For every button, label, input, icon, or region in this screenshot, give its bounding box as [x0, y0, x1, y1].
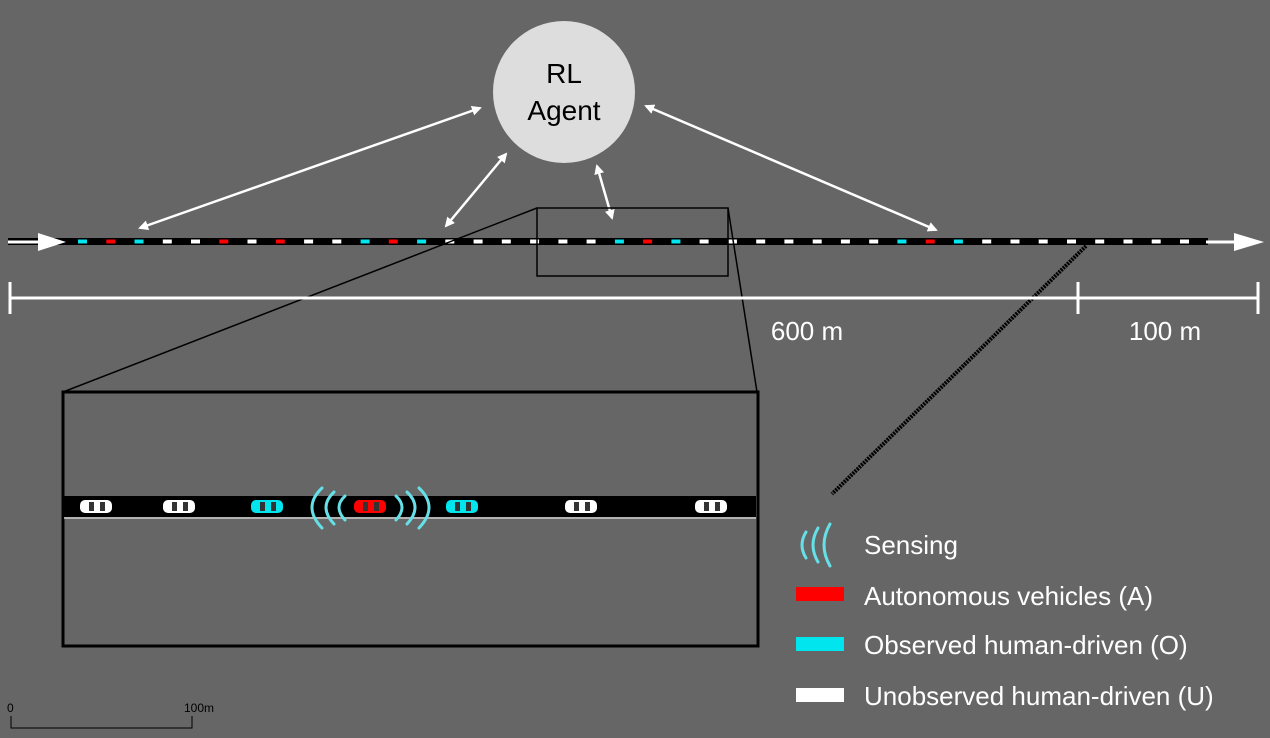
- overview-vehicle-unobserved: [191, 239, 200, 244]
- overview-vehicle-unobserved: [1123, 239, 1133, 244]
- overview-vehicle-autonomous: [925, 239, 935, 244]
- bottleneck-pointer-line: [830, 244, 1088, 496]
- overview-vehicle-unobserved: [558, 239, 568, 244]
- rl-agent-label-line1: RL: [546, 58, 582, 89]
- overview-vehicle-observed: [78, 239, 87, 244]
- overview-vehicle-unobserved: [1038, 239, 1048, 244]
- detail-view-frame: [61, 390, 760, 648]
- overview-vehicle-observed: [671, 239, 681, 244]
- detail-vehicle-unobserved-icon: [80, 500, 112, 513]
- legend-autonomous-label: Autonomous vehicles (A): [864, 581, 1153, 611]
- overview-vehicle-observed: [614, 239, 624, 244]
- comm-arrow-mid-left: [444, 152, 508, 228]
- detail-vehicle-unobserved-icon: [695, 500, 727, 513]
- sensing-wave-right-mid-icon: [405, 490, 417, 526]
- legend-observed-swatch: [796, 637, 844, 651]
- legend-sensing-label: Sensing: [864, 530, 958, 560]
- overview-vehicle-unobserved: [586, 239, 596, 244]
- overview-vehicle-autonomous: [219, 239, 229, 244]
- overview-vehicle-observed: [134, 239, 144, 244]
- overview-vehicle-unobserved: [1095, 239, 1105, 244]
- overview-vehicle-unobserved: [1151, 239, 1161, 244]
- legend-autonomous-swatch: [796, 587, 844, 601]
- overview-vehicle-unobserved: [869, 239, 879, 244]
- comm-arrow-far-right: [644, 104, 938, 232]
- overview-vehicle-autonomous: [643, 239, 653, 244]
- overview-vehicle-unobserved: [784, 239, 794, 244]
- rl-agent-label-line2: Agent: [527, 95, 600, 126]
- legend-observed-label: Observed human-driven (O): [864, 630, 1188, 660]
- legend-unobserved-swatch: [796, 688, 844, 702]
- zoom-connector-left: [62, 207, 538, 393]
- overview-vehicle-autonomous: [106, 239, 116, 244]
- overview-vehicle-unobserved: [756, 239, 766, 244]
- sensing-wave-right-outer-icon: [417, 486, 431, 530]
- overview-vehicle-unobserved: [1010, 239, 1020, 244]
- overview-vehicle-observed: [897, 239, 907, 244]
- overview-vehicle-unobserved: [840, 239, 850, 244]
- legend: Sensing Autonomous vehicles (A) Observed…: [796, 522, 1214, 711]
- zoom-selection-box: [536, 207, 729, 277]
- overview-vehicle-unobserved: [247, 239, 257, 244]
- legend-unobserved-label: Unobserved human-driven (U): [864, 681, 1214, 711]
- overview-vehicle-unobserved: [1180, 239, 1189, 244]
- overview-vehicle-unobserved: [727, 239, 737, 244]
- legend-sensing-icon: [800, 522, 832, 568]
- map-scale-end-label: 100m: [184, 701, 214, 715]
- overview-vehicle-unobserved: [473, 239, 483, 244]
- overview-vehicle-unobserved: [162, 239, 172, 244]
- communication-arrows: [138, 104, 938, 232]
- main-length-label: 600 m: [771, 316, 843, 346]
- sensing-wave-left-inner-icon: [337, 494, 347, 522]
- overview-vehicle-unobserved: [812, 239, 822, 244]
- distance-scale: [8, 282, 1260, 314]
- detail-vehicle-unobserved-icon: [163, 500, 195, 513]
- comm-arrow-center: [594, 164, 615, 220]
- overview-vehicle-unobserved: [699, 239, 709, 244]
- road-strip: [8, 238, 1208, 245]
- overview-vehicle-observed: [360, 239, 370, 244]
- outflow-arrow-icon: [1234, 233, 1264, 251]
- sensing-wave-right-inner-icon: [394, 494, 404, 522]
- rl-agent-circle: [493, 21, 635, 163]
- detail-view: [61, 390, 760, 648]
- overview-vehicle-autonomous: [388, 239, 398, 244]
- overview-vehicle-unobserved: [982, 239, 992, 244]
- overview-vehicle-unobserved: [304, 239, 314, 244]
- detail-vehicles: [80, 500, 727, 513]
- comm-arrow-far-left: [138, 105, 482, 231]
- map-scale-bar: 0 100m: [7, 701, 214, 729]
- detail-sensing-waves: [310, 486, 431, 530]
- map-scale-line: [10, 716, 193, 729]
- overview-vehicle-observed: [953, 239, 963, 244]
- overview-vehicle-autonomous: [275, 239, 285, 244]
- main-road: [8, 233, 1264, 251]
- overview-vehicles: [78, 239, 1189, 244]
- map-scale-start-label: 0: [7, 701, 14, 715]
- overview-vehicle-unobserved: [332, 239, 342, 244]
- inflow-arrow-icon: [38, 233, 66, 251]
- detail-vehicle-observed-icon: [446, 500, 478, 513]
- overview-vehicle-observed: [417, 239, 427, 244]
- zoom-connector-right: [727, 207, 758, 393]
- overview-vehicle-unobserved: [1067, 239, 1076, 244]
- exit-length-label: 100 m: [1129, 316, 1201, 346]
- rl-agent-node: RL Agent: [493, 21, 635, 163]
- sensing-wave-left-outer-icon: [310, 486, 324, 530]
- detail-vehicle-observed-icon: [251, 500, 283, 513]
- overview-vehicle-unobserved: [501, 239, 511, 244]
- sensing-wave-left-mid-icon: [324, 490, 336, 526]
- detail-vehicle-unobserved-icon: [565, 500, 597, 513]
- detail-vehicle-autonomous-icon: [354, 500, 386, 513]
- overview-vehicle-unobserved: [530, 239, 540, 244]
